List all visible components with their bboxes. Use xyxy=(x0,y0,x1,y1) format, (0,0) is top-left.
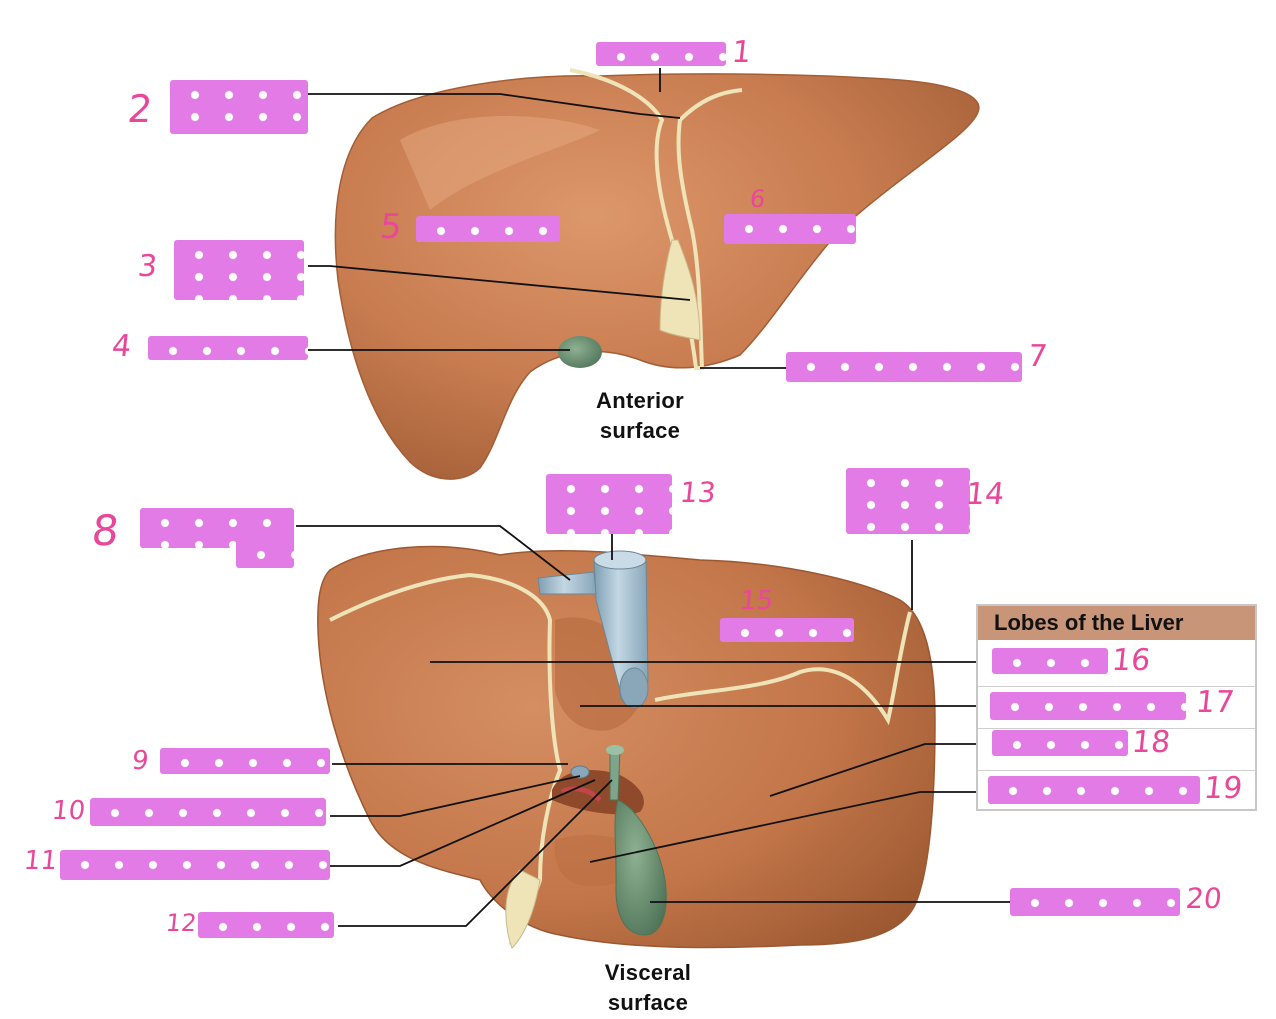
hepatic-artery xyxy=(560,786,602,802)
falciform-ligament xyxy=(569,68,743,370)
label-number-17: 17 xyxy=(1194,685,1237,720)
hanging-ligament xyxy=(505,869,541,949)
answer-blank-6[interactable] xyxy=(724,214,856,244)
answer-blank-10[interactable] xyxy=(90,798,326,826)
portal-vein xyxy=(570,765,590,779)
answer-blank-12[interactable] xyxy=(198,912,334,938)
label-number-18: 18 xyxy=(1130,725,1173,760)
label-number-2: 2 xyxy=(125,87,155,131)
label-number-14: 14 xyxy=(964,477,1007,512)
answer-blank-16[interactable] xyxy=(992,648,1108,674)
answer-blank-7[interactable] xyxy=(786,352,1022,382)
answer-blank-3[interactable] xyxy=(174,240,304,300)
visceral-liver-shape xyxy=(317,545,936,949)
answer-blank-9[interactable] xyxy=(160,748,330,774)
bile-duct xyxy=(609,749,621,801)
round-ligament xyxy=(659,239,701,341)
visceral-right-edge xyxy=(654,611,912,726)
anterior-highlight xyxy=(400,116,600,210)
label-number-8: 8 xyxy=(89,506,122,555)
legend-row-divider xyxy=(978,686,1255,687)
label-number-9: 9 xyxy=(130,746,151,776)
visceral-caption-line1: Visceral xyxy=(604,960,692,985)
label-number-5: 5 xyxy=(377,207,404,247)
label-number-19: 19 xyxy=(1202,771,1245,806)
anterior-caption-line1: Anterior xyxy=(596,388,684,413)
hepatic-vein xyxy=(537,571,597,595)
label-number-1: 1 xyxy=(730,35,753,70)
anterior-caption: Anterior surface xyxy=(560,386,720,446)
visceral-caption: Visceral surface xyxy=(568,958,728,1018)
label-number-4: 4 xyxy=(110,329,133,364)
anterior-liver-shape xyxy=(334,73,980,480)
answer-blank-11[interactable] xyxy=(60,850,330,880)
answer-blank-2[interactable] xyxy=(170,80,308,134)
anterior-caption-line2: surface xyxy=(599,418,681,443)
answer-blank-15[interactable] xyxy=(720,618,854,642)
ivc-top xyxy=(593,550,647,570)
label-number-12: 12 xyxy=(164,909,199,937)
leader-lines xyxy=(296,68,1010,927)
answer-blank-8[interactable] xyxy=(140,508,294,548)
label-number-20: 20 xyxy=(1184,882,1224,915)
answer-blank-19[interactable] xyxy=(988,776,1200,804)
label-number-10: 10 xyxy=(50,796,87,826)
label-number-13: 13 xyxy=(678,476,718,509)
ivc-bottom xyxy=(619,667,649,709)
answer-blank-8b[interactable] xyxy=(236,540,294,568)
label-number-3: 3 xyxy=(136,249,159,284)
answer-blank-4[interactable] xyxy=(148,336,308,360)
bile-duct-top xyxy=(606,745,624,755)
legend-row-divider xyxy=(978,770,1255,771)
answer-blank-5[interactable] xyxy=(416,216,560,242)
answer-blank-14[interactable] xyxy=(846,468,970,534)
label-number-16: 16 xyxy=(1110,643,1153,678)
legend-row-divider xyxy=(978,728,1255,729)
label-number-15: 15 xyxy=(738,586,775,616)
label-number-6: 6 xyxy=(748,185,767,213)
answer-blank-1[interactable] xyxy=(596,42,726,66)
answer-blank-13[interactable] xyxy=(546,474,672,534)
label-number-7: 7 xyxy=(1026,339,1049,374)
answer-blank-18[interactable] xyxy=(992,730,1128,756)
answer-blank-17[interactable] xyxy=(990,692,1186,720)
legend-title: Lobes of the Liver xyxy=(978,606,1255,640)
answer-blank-20[interactable] xyxy=(1010,888,1180,916)
visceral-caption-line2: surface xyxy=(607,990,689,1015)
anterior-gallbladder xyxy=(558,336,602,368)
label-number-11: 11 xyxy=(22,846,59,876)
